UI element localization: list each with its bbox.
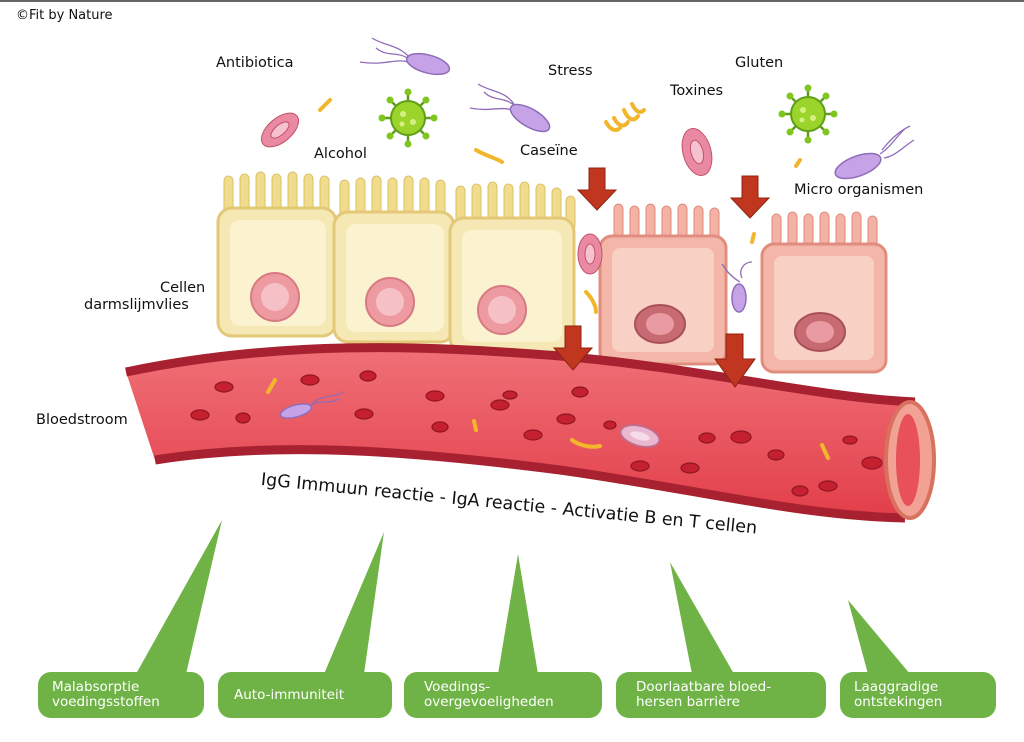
outcome-line1: Voedings-	[424, 679, 491, 695]
virus-right	[778, 84, 838, 144]
label-cellen-line1: Cellen	[160, 280, 206, 296]
label-cellen-line2: darmslijmvlies	[84, 297, 189, 314]
food-particles	[318, 98, 802, 314]
outcome-line1: Laaggradige	[854, 679, 939, 695]
outcome-line1: Auto-immuniteit	[234, 686, 345, 703]
label-micro-organismen: Micro organismen	[794, 182, 924, 198]
label-cellen-darmslijmvlies: Cellen darmslijmvlies	[84, 280, 206, 315]
label-alcohol: Alcohol	[314, 146, 367, 162]
outcome-line2: overgevoeligheden	[424, 694, 554, 710]
label-caseine: Caseïne	[520, 143, 578, 159]
label-antibiotica: Antibiotica	[216, 55, 294, 71]
virus-left	[378, 88, 438, 148]
label-toxines: Toxines	[670, 83, 724, 99]
outcome-auto-immuniteit: Auto-immuniteit	[218, 672, 392, 718]
blood-vessel	[125, 343, 936, 523]
outcome-line2: hersen barrière	[636, 694, 740, 710]
outcome-voedingsovergevoeligheden: Voedings-overgevoeligheden	[404, 672, 602, 718]
outcome-line1: Doorlaatbare bloed-	[636, 679, 772, 695]
damaged-cells	[598, 203, 888, 374]
label-gluten: Gluten	[735, 55, 784, 71]
outcome-line2: voedingsstoffen	[52, 694, 160, 710]
label-stress: Stress	[548, 63, 593, 79]
outcome-line2: ontstekingen	[854, 694, 943, 710]
healthy-cells	[216, 171, 576, 354]
label-bloedstroom: Bloedstroom	[36, 412, 128, 428]
outcome-bloed-hersen-barriere: Doorlaatbare bloed-hersen barrière	[616, 672, 826, 718]
outcome-callouts	[136, 520, 910, 674]
microorganisms	[260, 37, 915, 314]
penetration-arrows	[552, 167, 771, 388]
outcome-line1: Malabsorptie	[52, 679, 140, 695]
copyright-text: ©Fit by Nature	[16, 8, 113, 23]
